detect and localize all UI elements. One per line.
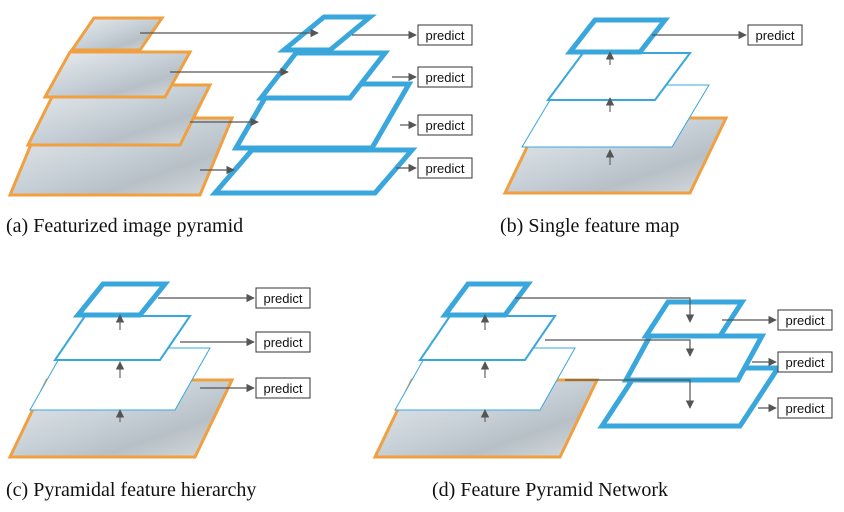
image-layer-2 <box>25 83 213 147</box>
predict-label: predict <box>263 381 302 396</box>
predict-arrows <box>352 30 417 173</box>
feature-map-4 <box>277 14 377 53</box>
predict-label: predict <box>425 161 464 176</box>
caption-c: (c) Pyramidal feature hierarchy <box>6 479 256 501</box>
predict-box-a2: predict <box>417 66 473 88</box>
top-down-map-3 <box>641 299 747 339</box>
panel-d: predict predict predict (d) Feature Pyra… <box>372 281 833 501</box>
feature-map-2 <box>53 315 192 361</box>
panel-b: predict (b) Single feature map <box>500 17 803 237</box>
caption-b: (b) Single feature map <box>500 215 679 237</box>
bottom-up-map-3 <box>440 281 533 318</box>
predict-box-a3: predict <box>417 114 473 136</box>
feature-map-2 <box>546 52 692 101</box>
feature-map-3 <box>72 281 171 318</box>
predict-label: predict <box>785 313 824 328</box>
bottom-up-map-2 <box>418 315 557 361</box>
caption-a: (a) Featurized image pyramid <box>6 215 243 237</box>
lateral-arrow <box>565 379 695 409</box>
image-to-feature-arrows <box>140 28 319 175</box>
top-down-map-2 <box>621 333 767 383</box>
feature-map-1 <box>29 347 211 411</box>
image-layers <box>7 16 235 197</box>
predict-label: predict <box>785 355 824 370</box>
lateral-arrow <box>545 339 695 357</box>
lateral-arrow <box>515 297 695 323</box>
predict-box-d1: predict <box>777 309 833 331</box>
predict-label: predict <box>263 291 302 306</box>
predict-box-a1: predict <box>417 24 473 46</box>
predict-box-b: predict <box>747 24 803 46</box>
panel-a: predict predict predict predict (a) Feat… <box>6 14 473 237</box>
caption-d: (d) Feature Pyramid Network <box>432 479 668 501</box>
bottom-up-map-1 <box>394 347 576 411</box>
feature-maps <box>209 14 418 196</box>
predict-box-c2: predict <box>255 331 311 353</box>
predict-box-a4: predict <box>417 157 473 179</box>
predict-label: predict <box>755 28 794 43</box>
image-layer-3 <box>42 50 193 99</box>
predict-label: predict <box>425 118 464 133</box>
predict-box-d2: predict <box>777 351 833 373</box>
predict-label: predict <box>263 335 302 350</box>
feature-map-3 <box>564 17 671 55</box>
panel-c: predict predict predict (c) Pyramidal fe… <box>6 281 311 501</box>
image-layer-4 <box>69 16 165 52</box>
predict-box-c1: predict <box>255 287 311 309</box>
predict-box-d3: predict <box>777 397 833 419</box>
feature-map-1 <box>209 147 418 196</box>
predict-box-c3: predict <box>255 377 311 399</box>
predict-label: predict <box>425 28 464 43</box>
predict-label: predict <box>785 401 824 416</box>
predict-label: predict <box>425 70 464 85</box>
